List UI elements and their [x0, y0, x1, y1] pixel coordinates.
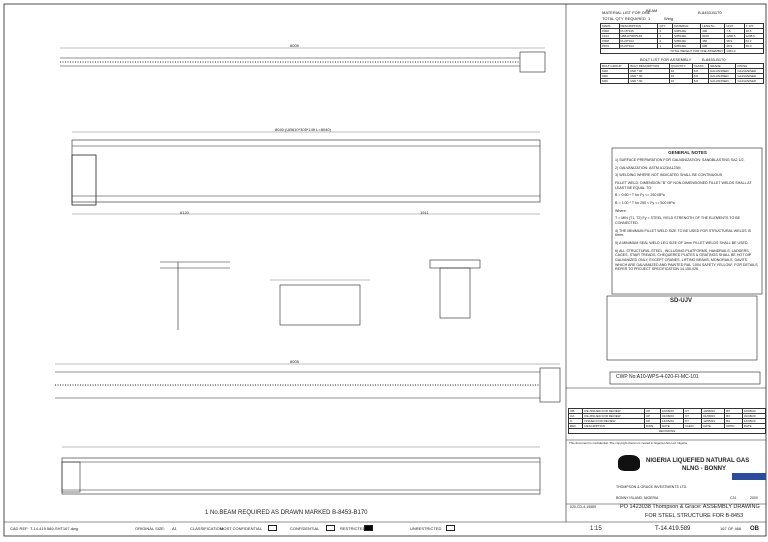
drawing-title-1: PO 1423038 Thompson & Grace: ASSEMBLY DR…: [620, 504, 760, 510]
dim-left: 6120: [180, 210, 189, 215]
classification-checkbox: [446, 525, 455, 531]
company-name: NIGERIA LIQUEFIED NATURAL GAS: [646, 458, 750, 464]
note-item: 3) WELDING WHERE NOT INDICATED SHALL BE …: [615, 173, 723, 178]
table-cell: 16: [668, 78, 693, 84]
material-list-item: BEAM: [646, 8, 658, 13]
cwp-number: CWP No:A10-WPS-4-020-FI-MC-101: [616, 374, 699, 380]
quantity-note: 1 No.BEAM REQUIRED AS DRAWN MARKED B-845…: [205, 510, 368, 516]
bolt-list-mark: B-8453-B170: [702, 57, 726, 62]
dim-bottom: 8005: [290, 359, 299, 364]
note-item: 1) SURFACE PREPARATION FOR GALVANIZATION…: [615, 158, 745, 162]
table-cell: M20: [599, 78, 630, 84]
note-item: FILLET WELD: DIMENSION "B" OF NON DIMENS…: [615, 181, 752, 190]
doc-number: 020-CD-4-19589: [570, 505, 597, 509]
table-cell: GALVANISED: [735, 78, 764, 84]
note-item: 4) THE MINIMUM FILLET WELD SIZE TO BE US…: [615, 228, 751, 238]
contractor: THOMPSON & GRACE INVESTMENTS LTD.: [616, 485, 688, 489]
qty-label: TOTAL QTY REQUIRED: [602, 16, 646, 21]
classification-option: RESTRICTED: [340, 526, 366, 531]
beam-side-view: [61, 446, 541, 495]
code2: 2000: [750, 496, 758, 500]
original-size: A1: [172, 526, 177, 531]
revision: OB: [750, 526, 759, 532]
beam-elevation-view: [71, 131, 541, 215]
general-notes-title: GENERAL NOTES: [668, 150, 707, 155]
classification-checkbox: [326, 525, 335, 531]
general-notes: GENERAL NOTES 1) SURFACE PREPARATION FOR…: [615, 150, 760, 275]
classification-option: CONFIDENTIAL: [290, 526, 320, 531]
classification-checkbox: [364, 525, 373, 531]
contractor-logo: [732, 473, 766, 480]
beam-top-view: [60, 47, 546, 73]
dim-top: 8005: [290, 43, 299, 48]
location: BONNY ISLAND, NIGERIA: [616, 496, 659, 500]
beam-bottom-view: [55, 363, 561, 403]
cad-ref-label: CAD REF:: [10, 526, 29, 531]
nlng-logo: [618, 455, 640, 471]
detail-views: [160, 259, 481, 330]
note-item: 6) ALL STRUCTURAL STEEL, INCLUDING PLATF…: [615, 248, 758, 272]
dim-right: 1911: [420, 210, 429, 215]
drawing-title-2: FOR STEEL STRUCTURE FOR B-8453: [645, 513, 744, 519]
note-item: Where:: [615, 208, 627, 213]
code1: C31: [730, 496, 737, 500]
sd-ujv-title: SD-UJV: [670, 298, 693, 304]
total-label: TOTAL WEIGHT FOR ONE ASSEMBLY: [599, 48, 726, 54]
drawing-number: T-14.419.589: [655, 526, 691, 532]
classification-label: CLASSIFICATION:: [190, 526, 224, 531]
table-cell: GALVANISED: [707, 78, 737, 84]
material-list-mark: B-8453-B170: [698, 10, 722, 15]
revisions-label: REVISIONS: [568, 428, 766, 434]
weight-label: Weig: [664, 16, 674, 21]
note-item: 2) GALVANIZATION: ASTM A123/A123M: [615, 165, 681, 170]
material-list-title: MATERIAL LIST FOR ONE: [602, 10, 651, 15]
classification-checkbox: [268, 525, 277, 531]
sheet-number: 167 OF 466: [720, 526, 742, 531]
note-item: 5) A MINIMUM SEAL WELD LEG SIZE OF 3mm F…: [615, 241, 749, 246]
table-cell: M20 * 90: [628, 78, 670, 84]
classification-option: MOST CONFIDENTIAL: [220, 526, 262, 531]
table-cell: 8.8: [691, 78, 709, 84]
classification-option: UNRESTRICTED: [410, 526, 442, 531]
company-sub: NLNG - BONNY: [682, 466, 726, 472]
scale: 1:15: [590, 526, 602, 532]
dim-mid: 8040 (UB610*305*149 L=8040): [275, 127, 331, 132]
original-size-label: ORIGINAL SIZE:: [135, 526, 166, 531]
confidential-note: This document is confidential. The copyr…: [569, 441, 688, 445]
note-item: B = 1.00 * T for 250 < Fy <= 500 MPa: [615, 201, 675, 206]
bolt-list-title: BOLT LIST FOR ASSEMBLY: [640, 57, 692, 62]
cad-ref: T-14.419.589-SHT167.dwg: [30, 526, 79, 531]
note-item: B = 0.60 * T for Fy <= 250 MPa: [615, 193, 665, 198]
note-item: T = MIN (T1, T2) Fy = STEEL YIELD STRENG…: [615, 216, 741, 226]
qty-value: 1: [648, 16, 651, 21]
total-value: 1361.0: [724, 48, 764, 54]
